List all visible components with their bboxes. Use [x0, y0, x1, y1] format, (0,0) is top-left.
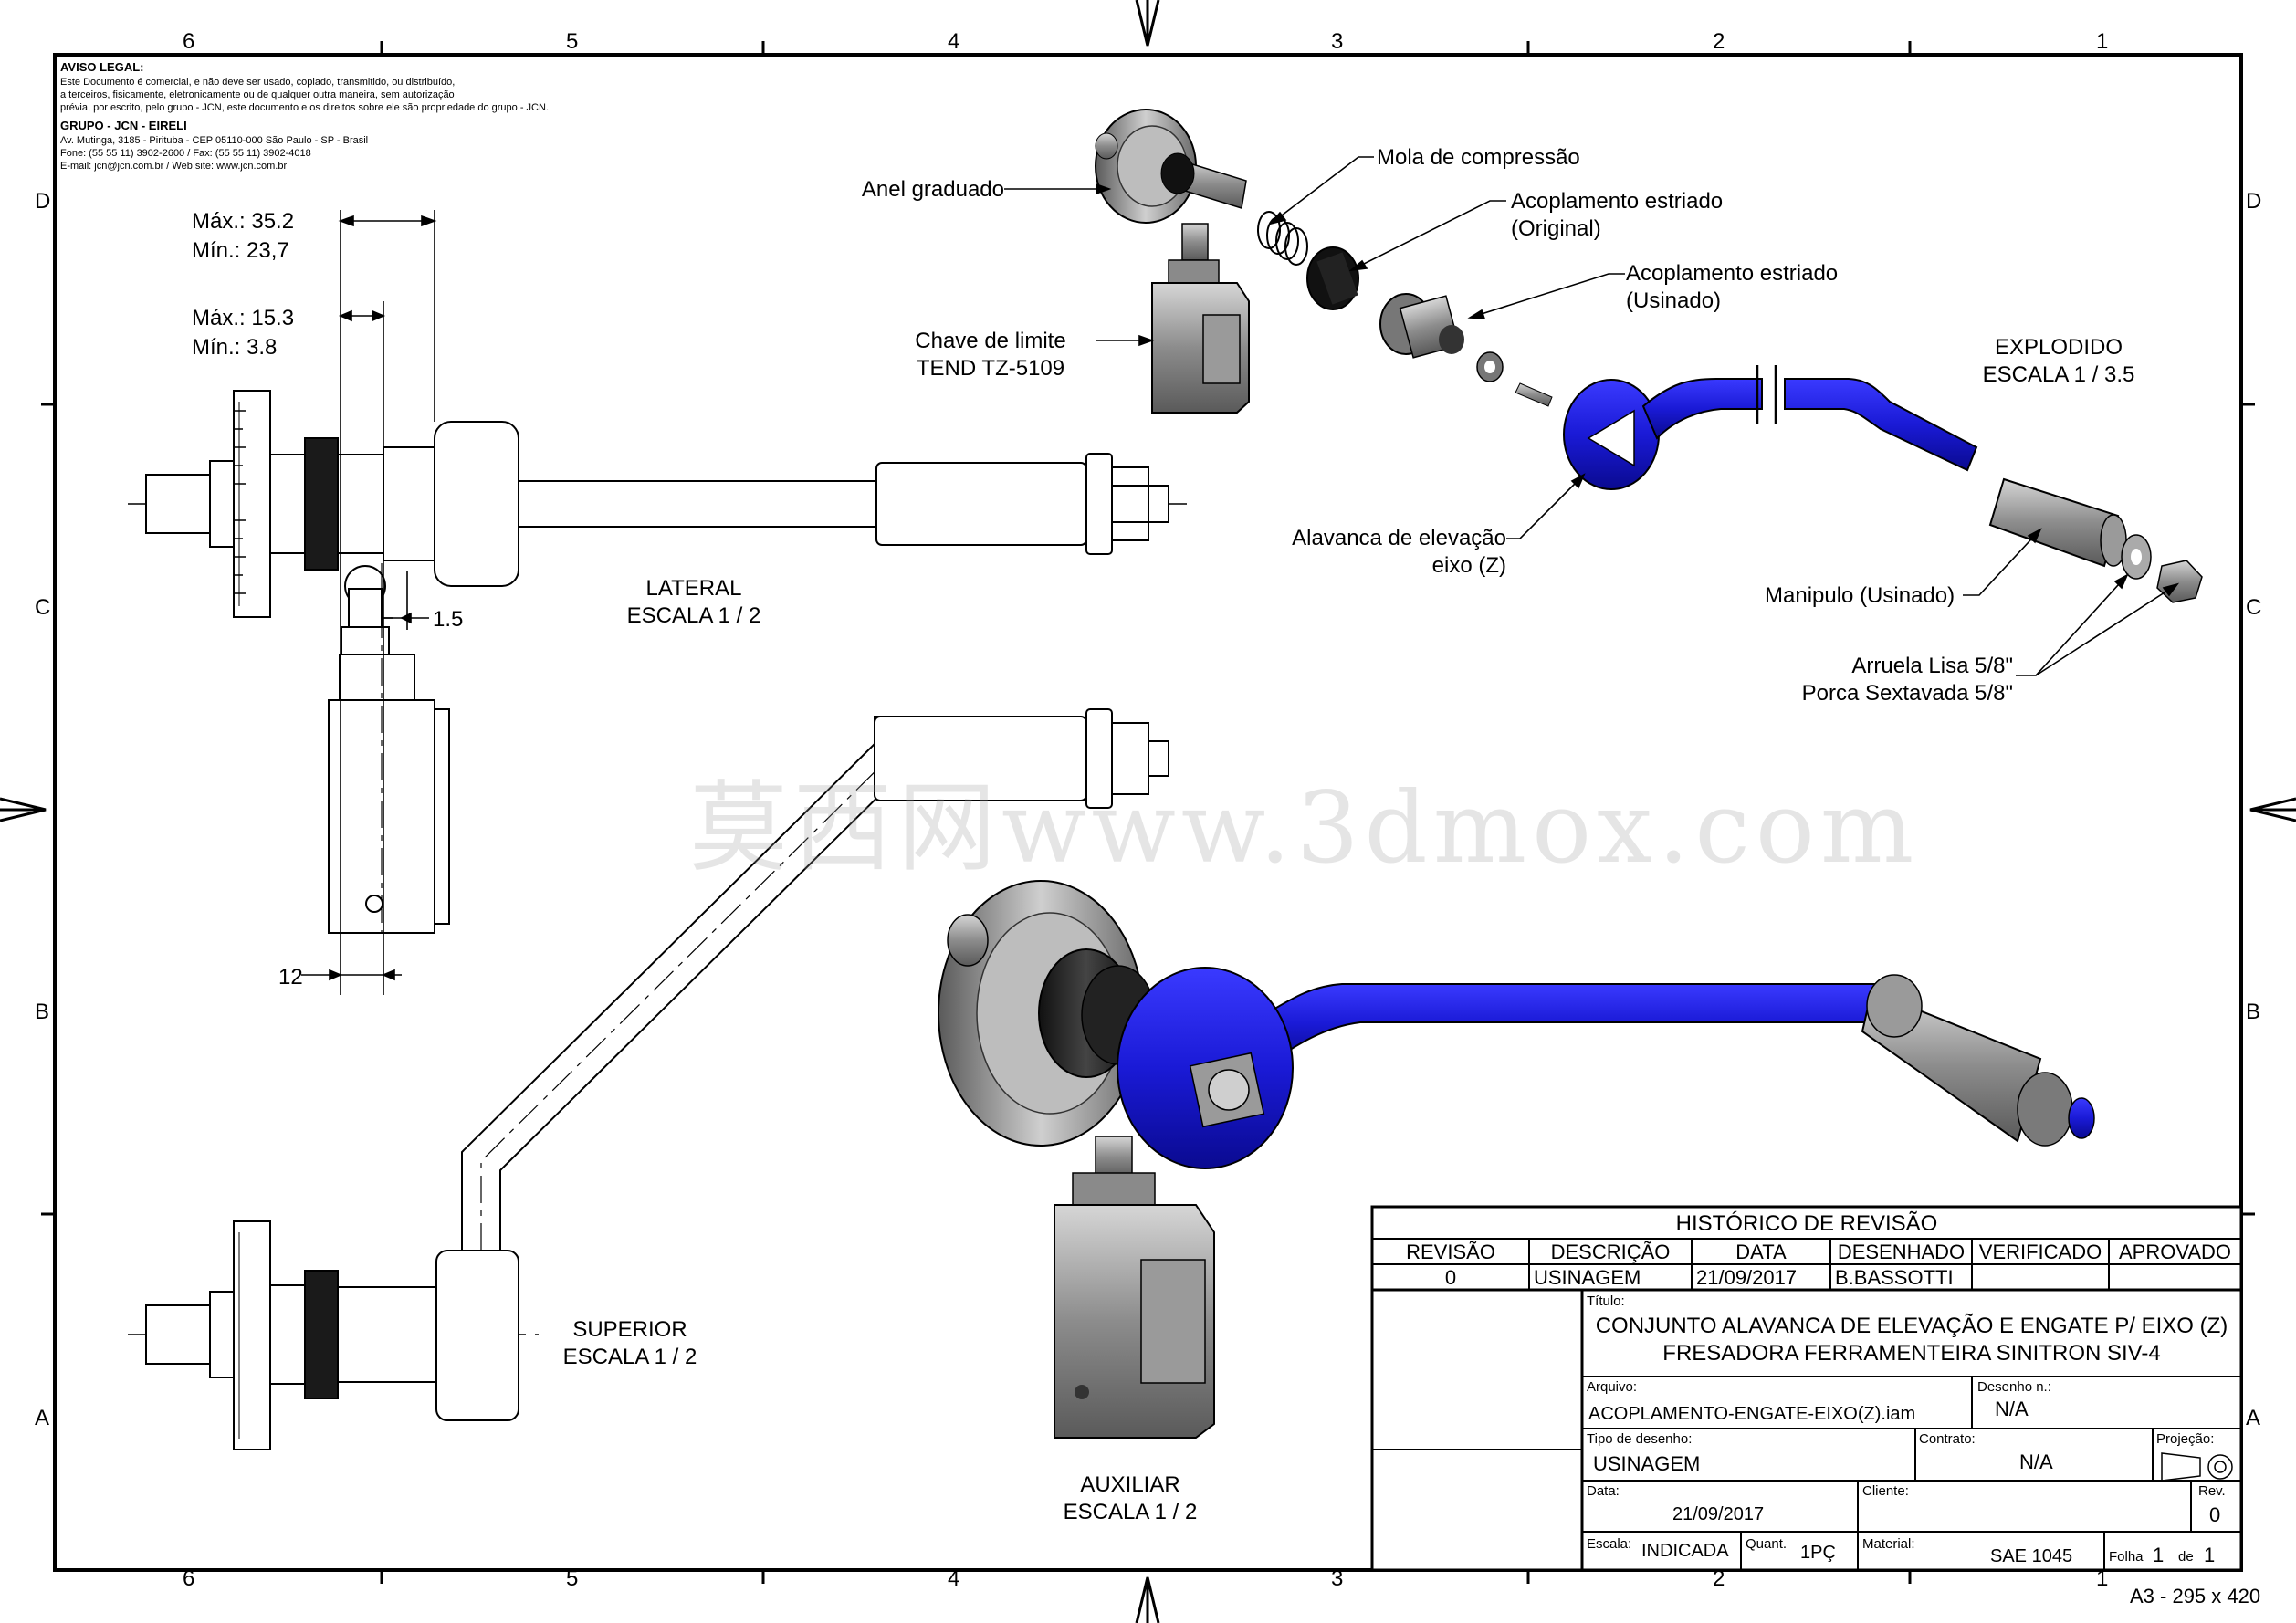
drawing-title-line2: FRESADORA FERRAMENTEIRA SINITRON SIV-4	[1662, 1341, 2161, 1366]
superior-view	[128, 708, 1169, 1450]
dimension-min-23: Mín.: 23,7	[192, 238, 289, 263]
callout-leaders	[1004, 156, 2180, 676]
zone-row-a-left: A	[35, 1406, 50, 1430]
company-email: E-mail: jcn@jcn.com.br / Web site: www.j…	[60, 161, 288, 173]
zone-row-a-right: A	[2246, 1406, 2261, 1430]
revision-col-verificado: VERIFICADO	[1978, 1241, 2102, 1263]
material-label: Material:	[1862, 1536, 1915, 1552]
data-value: 21/09/2017	[1672, 1504, 1765, 1524]
company-name: GRUPO - JCN - EIRELI	[60, 118, 187, 132]
callout-acoplamento-usinado: Acoplamento estriado(Usinado)	[1626, 261, 1839, 313]
revision-row-data: 21/09/2017	[1696, 1266, 1798, 1289]
zone-col-2-bottom: 2	[1713, 1566, 1725, 1591]
legal-title: AVISO LEGAL:	[60, 60, 144, 74]
zone-row-d-right: D	[2246, 189, 2262, 214]
revision-col-aprovado: APROVADO	[2118, 1241, 2232, 1263]
exploded-view	[1095, 109, 2203, 603]
arquivo-value: ACOPLAMENTO-ENGATE-EIXO(Z).iam	[1588, 1404, 1916, 1424]
drawing-title-line1: CONJUNTO ALAVANCA DE ELEVAÇÃO E ENGATE P…	[1595, 1314, 2228, 1338]
auxiliar-view	[938, 880, 2095, 1439]
rev-value: 0	[2209, 1503, 2221, 1526]
tipo-value: USINAGEM	[1593, 1452, 1701, 1475]
revision-col-revisao: REVISÃO	[1406, 1241, 1495, 1263]
watermark: 莫西网www.3dmox.com	[689, 771, 1920, 885]
titulo-label: Título:	[1587, 1293, 1625, 1309]
dimension-lines	[301, 210, 437, 995]
company-phone: Fone: (55 55 11) 3902-2600 / Fax: (55 55…	[60, 147, 311, 159]
desenho-label: Desenho n.:	[1977, 1379, 2051, 1395]
cliente-label: Cliente:	[1862, 1483, 1909, 1499]
revision-row-desenhado: B.BASSOTTI	[1835, 1266, 1954, 1289]
projecao-label: Projeção:	[2156, 1431, 2215, 1447]
dimension-12: 12	[278, 965, 303, 990]
contrato-label: Contrato:	[1919, 1431, 1976, 1447]
zone-col-1-bottom: 1	[2096, 1566, 2109, 1591]
zone-col-3-top: 3	[1331, 29, 1344, 54]
dimension-1-5: 1.5	[433, 607, 464, 632]
material-value: SAE 1045	[1990, 1546, 2073, 1566]
zone-row-d-left: D	[35, 189, 51, 214]
zone-col-3-bottom: 3	[1331, 1566, 1344, 1591]
callout-manipulo: Manipulo (Usinado)	[1765, 583, 1955, 608]
tipo-label: Tipo de desenho:	[1587, 1431, 1693, 1447]
callout-mola-compressao: Mola de compressão	[1377, 145, 1580, 170]
zone-col-4-bottom: 4	[948, 1566, 960, 1591]
de-label: de	[2178, 1549, 2194, 1565]
legal-line: a terceiros, fisicamente, eletronicament…	[60, 89, 455, 101]
zone-row-b-right: B	[2246, 1000, 2261, 1024]
rev-label: Rev.	[2198, 1483, 2226, 1499]
zone-col-6-top: 6	[183, 29, 195, 54]
sheet-frame	[41, 41, 2255, 1584]
zone-col-5-top: 5	[566, 29, 579, 54]
zone-col-1-top: 1	[2096, 29, 2109, 54]
legal-notice: AVISO LEGAL: Este Documento é comercial,…	[60, 60, 549, 173]
quant-label: Quant.	[1746, 1536, 1788, 1552]
legal-line: prévia, por escrito, pelo grupo - JCN, e…	[60, 102, 550, 114]
callout-anel-graduado: Anel graduado	[861, 177, 1004, 202]
dimension-max-15: Máx.: 15.3	[192, 306, 295, 330]
de-value: 1	[2204, 1544, 2216, 1566]
folha-label: Folha	[2109, 1549, 2144, 1565]
revision-header: HISTÓRICO DE REVISÃO	[1675, 1211, 1938, 1236]
revision-row-revisao: 0	[1444, 1266, 1457, 1289]
quant-value: 1PÇ	[1800, 1543, 1836, 1563]
revision-col-descricao: DESCRIÇÃO	[1550, 1241, 1671, 1263]
zone-row-c-right: C	[2246, 595, 2262, 620]
dimension-min-3: Mín.: 3.8	[192, 335, 278, 360]
callout-arruela-porca: Arruela Lisa 5/8"Porca Sextavada 5/8"	[1801, 654, 2013, 706]
title-block	[1370, 1205, 2243, 1572]
data-label: Data:	[1587, 1483, 1620, 1499]
folha-value: 1	[2153, 1544, 2165, 1566]
zone-row-c-left: C	[35, 595, 51, 620]
zone-col-4-top: 4	[948, 29, 960, 54]
callout-acoplamento-original: Acoplamento estriado(Original)	[1511, 189, 1724, 241]
company-address: Av. Mutinga, 3185 - Pirituba - CEP 05110…	[60, 134, 369, 146]
desenho-value: N/A	[1995, 1398, 2029, 1420]
zone-col-6-bottom: 6	[183, 1566, 195, 1591]
zone-col-5-bottom: 5	[566, 1566, 579, 1591]
legal-line: Este Documento é comercial, e não deve s…	[60, 76, 456, 88]
dimension-max-35: Máx.: 35.2	[192, 209, 295, 234]
projection-symbol	[2161, 1452, 2201, 1482]
escala-value: INDICADA	[1641, 1541, 1729, 1561]
zone-col-2-top: 2	[1713, 29, 1725, 54]
contrato-value: N/A	[2019, 1450, 2053, 1473]
revision-row-descricao: USINAGEM	[1534, 1266, 1641, 1289]
escala-label: Escala:	[1587, 1536, 1632, 1552]
sheet-size: A3 - 295 x 420	[2130, 1585, 2261, 1607]
lateral-view	[128, 390, 1187, 934]
revision-col-data: DATA	[1735, 1241, 1787, 1263]
revision-col-desenhado: DESENHADO	[1837, 1241, 1966, 1263]
zone-row-b-left: B	[35, 1000, 50, 1024]
arquivo-label: Arquivo:	[1587, 1379, 1638, 1395]
